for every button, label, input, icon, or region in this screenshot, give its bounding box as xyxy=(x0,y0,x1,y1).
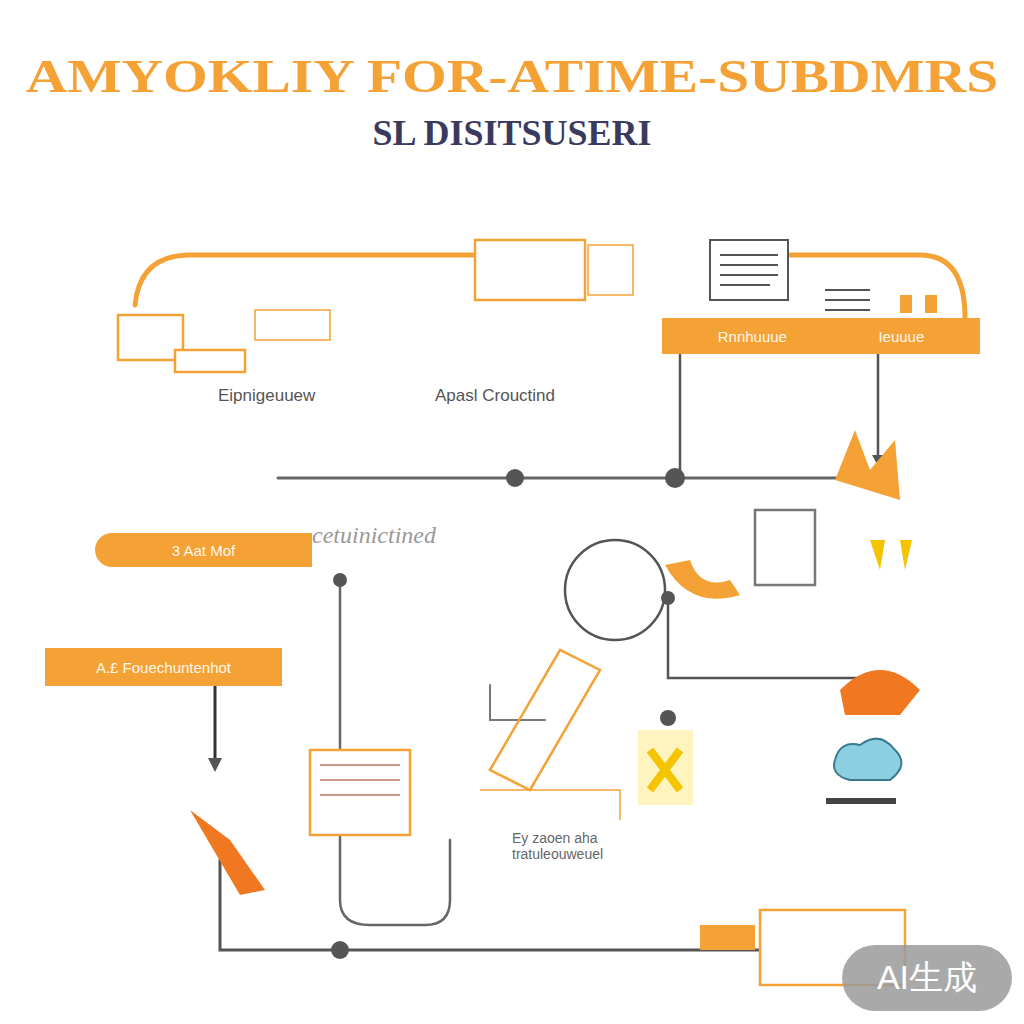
bulb-icon xyxy=(870,540,912,570)
note-label: Apasl Crouctind xyxy=(435,386,555,406)
junction-dot xyxy=(660,710,676,726)
wire xyxy=(679,352,682,478)
wire xyxy=(214,685,217,760)
pipe-icon xyxy=(480,790,620,820)
orange-band: A.£ Fouechuntenhot xyxy=(45,648,282,686)
note-icon xyxy=(650,750,680,790)
junction-dot xyxy=(331,941,349,959)
figure-icon xyxy=(835,430,900,500)
orange-band: 3 Aat Mof xyxy=(95,533,312,567)
text-lines xyxy=(720,255,778,285)
figure-icon xyxy=(190,810,265,895)
ring-symbol xyxy=(565,540,665,640)
note-label: Eipnigeuuew xyxy=(218,386,315,406)
plug-icon xyxy=(700,925,755,950)
junction-dot xyxy=(665,468,685,488)
note-label: Ey zaoen aha tratuleouweuel xyxy=(512,830,662,862)
subtitle: SL DISITSUSERI xyxy=(372,112,651,154)
band-text: A.£ Fouechuntenhot xyxy=(96,659,231,676)
orange-band: Rnnhuuue Ieuuue xyxy=(662,318,980,354)
watermark: AI生成 xyxy=(877,955,977,1001)
wire xyxy=(877,352,880,462)
document-icon xyxy=(475,240,585,300)
hand-icon xyxy=(665,560,740,599)
bars-icon xyxy=(925,295,937,313)
orange-wire xyxy=(135,255,475,305)
cloud-icon xyxy=(834,739,901,780)
wire xyxy=(278,477,880,480)
junction-dot xyxy=(333,573,347,587)
orange-wire xyxy=(790,255,965,318)
watermark-pill xyxy=(842,945,1012,1011)
band-text: Rnnhuuue xyxy=(718,328,787,345)
bars-icon xyxy=(255,310,330,340)
text-lines xyxy=(825,290,870,310)
document-icon xyxy=(710,240,788,300)
arrow-head xyxy=(208,758,222,772)
hat-icon xyxy=(840,670,920,715)
cable-icon xyxy=(175,350,245,372)
bars-icon xyxy=(900,295,912,313)
base-icon xyxy=(826,798,896,804)
note-label: cetuinictined xyxy=(312,522,436,549)
diagram-title: AMYOKLIY FOR-ATIME-SUBDMRS xyxy=(26,50,999,103)
document-icon xyxy=(755,510,815,585)
wire xyxy=(220,860,760,950)
calendar-icon xyxy=(310,750,410,835)
pipe-icon xyxy=(490,650,600,790)
band-text: Ieuuue xyxy=(878,328,924,345)
document-icon xyxy=(588,245,633,295)
junction-dot xyxy=(506,469,524,487)
note-icon xyxy=(638,730,693,805)
screen-icon xyxy=(118,315,183,360)
band-text: 3 Aat Mof xyxy=(172,542,235,559)
junction-dot xyxy=(661,591,675,605)
wire xyxy=(668,598,870,678)
text-lines xyxy=(320,765,400,795)
